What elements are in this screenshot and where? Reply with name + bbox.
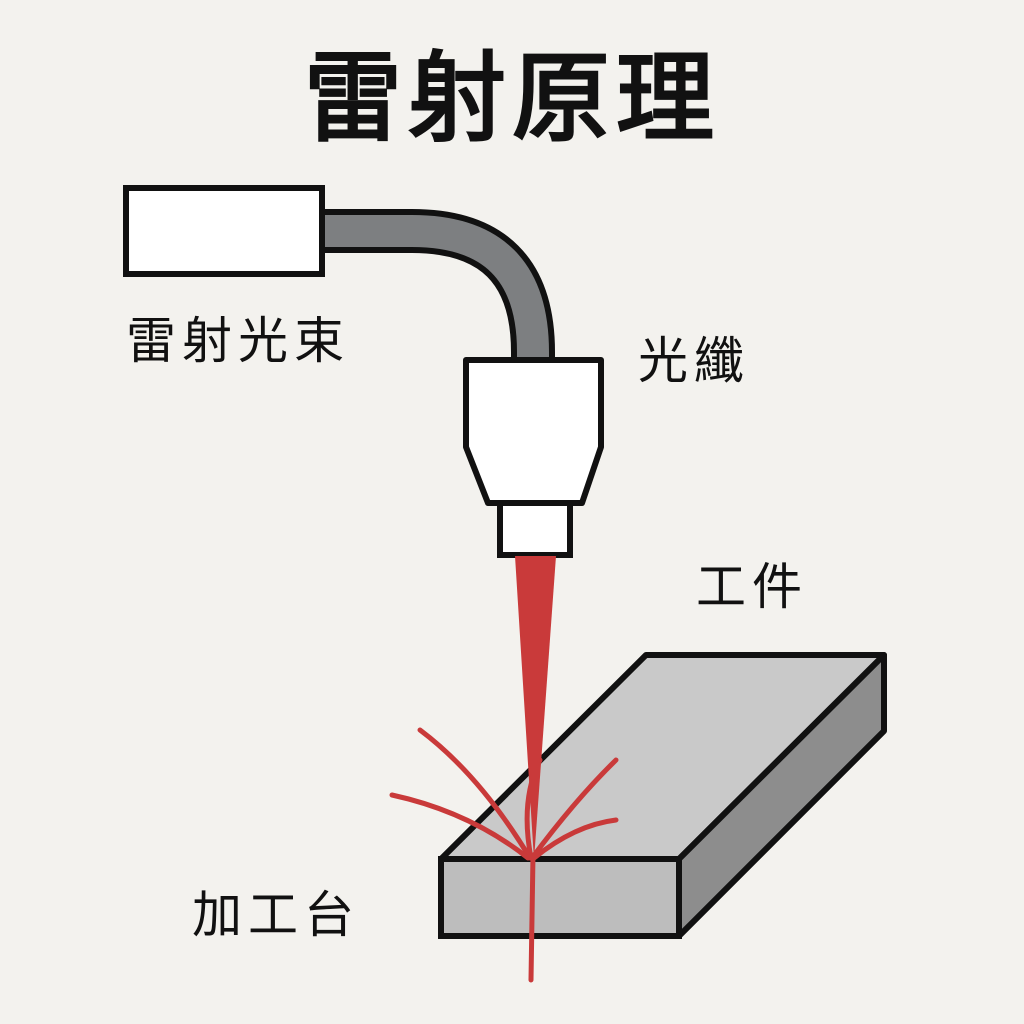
sparks — [389, 727, 619, 861]
spark-1 — [417, 727, 533, 861]
spark-3 — [524, 757, 543, 861]
label-work-table: 加工台 — [192, 886, 360, 944]
optical-fiber — [318, 209, 555, 374]
laser-beam — [515, 556, 556, 860]
label-workpiece: 工件 — [696, 558, 808, 616]
laser-nozzle-tip — [497, 500, 573, 558]
spark-2 — [389, 792, 531, 861]
laser-source-box — [123, 185, 325, 277]
diagram-title: 雷射原理 — [304, 42, 720, 156]
spark-5 — [531, 817, 619, 861]
laser-beam-penetration — [528, 852, 536, 983]
laser-head — [463, 357, 604, 506]
workpiece-block — [438, 652, 887, 939]
spark-4 — [529, 757, 619, 861]
label-laser-source: 雷射光束 — [126, 312, 350, 370]
label-optical-fiber: 光纖 — [638, 332, 750, 390]
